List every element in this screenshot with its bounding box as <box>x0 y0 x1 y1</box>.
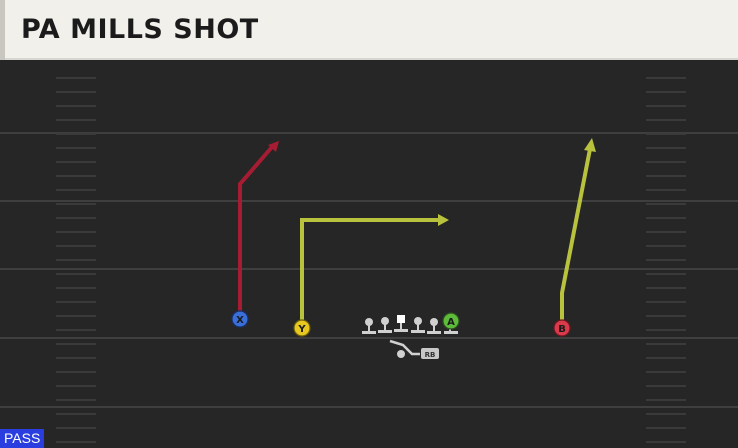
play-title: PA MILLS SHOT <box>21 14 259 45</box>
hash-mark <box>646 427 686 429</box>
route-y-arrowhead <box>438 214 449 226</box>
hash-mark <box>646 315 686 317</box>
yard-line <box>0 406 738 408</box>
receiver-a-label: A <box>447 317 455 328</box>
route-b-arrowhead <box>584 138 596 152</box>
play-action-path <box>389 339 420 356</box>
hash-mark <box>646 287 686 289</box>
hash-mark <box>56 273 96 275</box>
yard-line <box>0 200 738 202</box>
hash-mark <box>56 203 96 205</box>
hash-mark <box>646 301 686 303</box>
receiver-a: A <box>442 312 460 334</box>
hash-mark <box>56 427 96 429</box>
lineman <box>427 318 441 334</box>
hash-mark <box>56 91 96 93</box>
banner-accent <box>0 0 5 60</box>
hash-mark <box>646 77 686 79</box>
hash-mark <box>56 77 96 79</box>
hash-mark <box>646 217 686 219</box>
route-b-line <box>560 148 592 325</box>
hash-mark <box>56 287 96 289</box>
lineman <box>362 318 376 334</box>
play-diagram-field: RB A X Y B <box>0 77 738 443</box>
receiver-y: Y <box>293 319 311 337</box>
hash-mark <box>56 161 96 163</box>
hash-mark <box>646 343 686 345</box>
receiver-x: X <box>231 310 249 328</box>
hash-mark <box>646 189 686 191</box>
quarterback <box>397 350 405 358</box>
yard-lines <box>0 132 738 408</box>
route-x <box>238 141 279 316</box>
hash-marks-left <box>56 77 96 443</box>
hash-mark <box>56 231 96 233</box>
play-title-banner: PA MILLS SHOT <box>0 0 738 60</box>
hash-mark <box>646 259 686 261</box>
hash-mark <box>646 231 686 233</box>
hash-mark <box>646 147 686 149</box>
route-y <box>300 214 449 325</box>
hash-mark <box>56 399 96 401</box>
route-y-line <box>300 218 439 325</box>
route-x-line <box>238 145 274 316</box>
offensive-line <box>362 315 441 334</box>
hash-mark <box>646 385 686 387</box>
hash-marks-right <box>646 77 686 443</box>
hash-mark <box>56 413 96 415</box>
hash-mark <box>56 301 96 303</box>
lineman <box>378 317 392 333</box>
route-x-arrowhead <box>268 141 279 152</box>
hash-mark <box>646 119 686 121</box>
hash-mark <box>646 245 686 247</box>
hash-mark <box>56 147 96 149</box>
hash-mark <box>646 161 686 163</box>
hash-mark <box>56 441 96 443</box>
hash-mark <box>56 315 96 317</box>
hash-mark <box>56 133 96 135</box>
play-action-fake: RB <box>389 339 439 359</box>
hash-mark <box>646 441 686 443</box>
hash-mark <box>646 91 686 93</box>
receiver-b-label: B <box>558 324 566 335</box>
hash-mark <box>646 273 686 275</box>
hash-mark <box>56 245 96 247</box>
hash-mark <box>646 357 686 359</box>
route-b <box>560 138 596 325</box>
yard-line <box>0 268 738 270</box>
hash-mark <box>646 399 686 401</box>
hash-mark <box>56 119 96 121</box>
receiver-a-icon <box>442 312 460 330</box>
yard-line <box>0 337 738 339</box>
hash-mark <box>646 203 686 205</box>
hash-mark <box>56 371 96 373</box>
hash-mark <box>56 217 96 219</box>
running-back-label: RB <box>425 351 436 359</box>
hash-mark <box>646 371 686 373</box>
center <box>394 315 408 332</box>
receiver-x-icon <box>231 310 249 328</box>
running-back-marker <box>421 348 439 359</box>
receiver-b: B <box>553 319 571 337</box>
hash-mark <box>56 343 96 345</box>
hash-mark <box>646 329 686 331</box>
hash-mark <box>56 357 96 359</box>
receiver-y-label: Y <box>297 324 306 335</box>
hash-mark <box>56 105 96 107</box>
play-type-badge: PASS <box>0 429 45 448</box>
hash-mark <box>646 105 686 107</box>
hash-mark <box>56 175 96 177</box>
hash-mark <box>646 133 686 135</box>
hash-mark <box>646 175 686 177</box>
receiver-y-icon <box>293 319 311 337</box>
hash-mark <box>646 413 686 415</box>
yard-line <box>0 132 738 134</box>
hash-mark <box>56 189 96 191</box>
hash-mark <box>56 329 96 331</box>
hash-mark <box>56 259 96 261</box>
lineman <box>411 317 425 333</box>
hash-mark <box>56 385 96 387</box>
receiver-b-icon <box>553 319 571 337</box>
receiver-x-label: X <box>236 315 244 326</box>
